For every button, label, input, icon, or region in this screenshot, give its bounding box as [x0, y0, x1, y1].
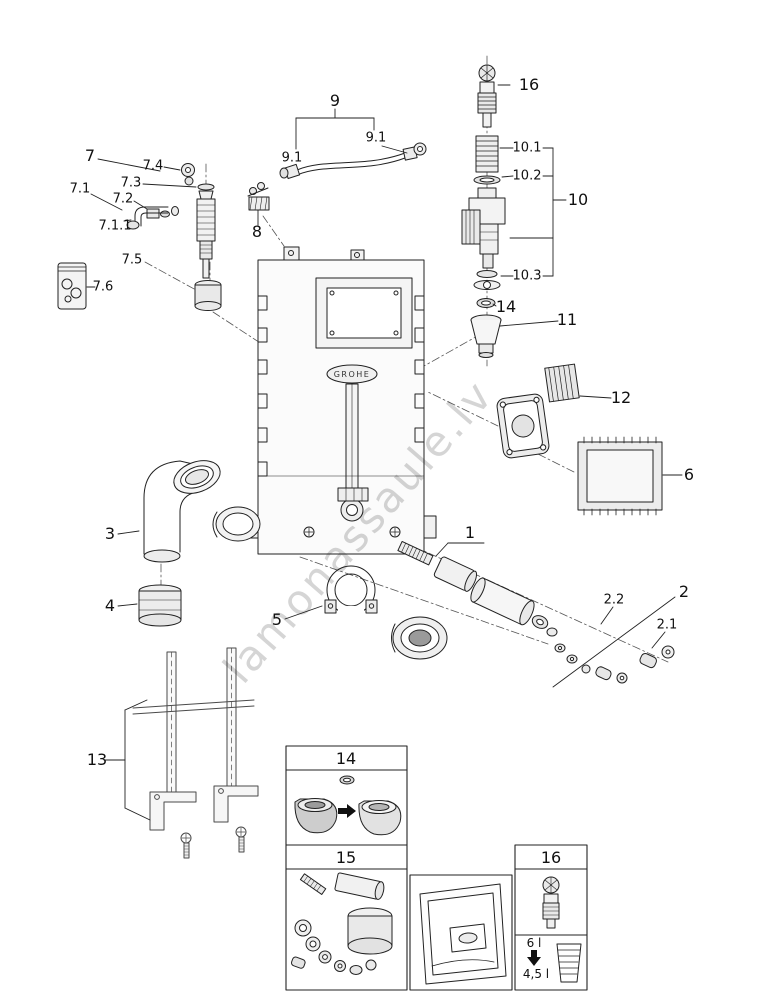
part-7-3: 7.3	[120, 175, 142, 191]
part-2-1: 2.1	[656, 617, 678, 633]
capacity-graphic	[527, 943, 582, 983]
part-7-1-1: 7.1.1	[98, 218, 132, 234]
part-10-1: 10.1	[512, 140, 542, 156]
inset-label-15: 15	[335, 848, 357, 867]
pipe-clamp-5	[324, 565, 448, 660]
part-7: 7	[84, 146, 96, 165]
brand-logo: GROHE	[334, 370, 371, 379]
inspection-shaft-6	[577, 436, 663, 516]
part-7-6: 7.6	[92, 279, 114, 295]
mounting-rails-13	[132, 647, 259, 859]
flush-valve-seat-11	[470, 314, 502, 358]
part-7-5: 7.5	[121, 252, 143, 268]
down-arrow-icon	[527, 950, 541, 966]
inset-15-content	[290, 872, 393, 975]
inset-label-14: 14	[335, 749, 357, 768]
part-13: 13	[86, 750, 108, 769]
part-7-1: 7.1	[69, 181, 91, 197]
part-6: 6	[683, 465, 695, 484]
capacity-full-label: 6 l	[527, 936, 542, 950]
part-14: 14	[495, 297, 517, 316]
replace-arrow-icon	[338, 804, 356, 818]
gasket-plate-12	[496, 363, 580, 459]
inlet-valve-cap-16	[477, 64, 497, 128]
fastener-set-2	[554, 643, 675, 684]
lever-bracket-8	[247, 182, 270, 211]
part-11: 11	[556, 310, 578, 329]
part-7-4: 7.4	[142, 158, 164, 174]
part-2-2: 2.2	[603, 592, 625, 608]
part-2: 2	[678, 582, 690, 601]
part-10-3: 10.3	[512, 268, 542, 284]
part-3: 3	[104, 524, 116, 543]
part-9-1-right: 9.1	[365, 130, 387, 146]
part-8: 8	[251, 222, 263, 241]
part-4: 4	[104, 596, 116, 615]
float-valve-7-group	[57, 163, 222, 311]
outlet-pipe-1	[397, 540, 558, 637]
inset-16-content	[542, 876, 560, 929]
part-9-1-left: 9.1	[281, 150, 303, 166]
inset-panel-content	[419, 883, 507, 985]
fill-valve-assembly-10	[461, 135, 506, 290]
flush-bend-3	[143, 460, 261, 563]
cistern-tank	[245, 246, 437, 555]
part-1: 1	[464, 523, 476, 542]
part-10: 10	[567, 190, 589, 209]
leader-lines	[86, 84, 683, 821]
part-16-top: 16	[518, 75, 540, 94]
part-9: 9	[329, 91, 341, 110]
part-12: 12	[610, 388, 632, 407]
seal-ring-14	[476, 298, 496, 308]
sleeve-4	[138, 584, 182, 627]
inset-label-16: 16	[540, 848, 562, 867]
supply-hose-9	[279, 142, 427, 180]
part-10-2: 10.2	[512, 168, 542, 184]
inset-14-content	[294, 775, 402, 836]
capacity-reduced-label: 4,5 l	[523, 967, 549, 981]
part-7-2: 7.2	[112, 191, 134, 207]
part-5: 5	[271, 610, 283, 629]
